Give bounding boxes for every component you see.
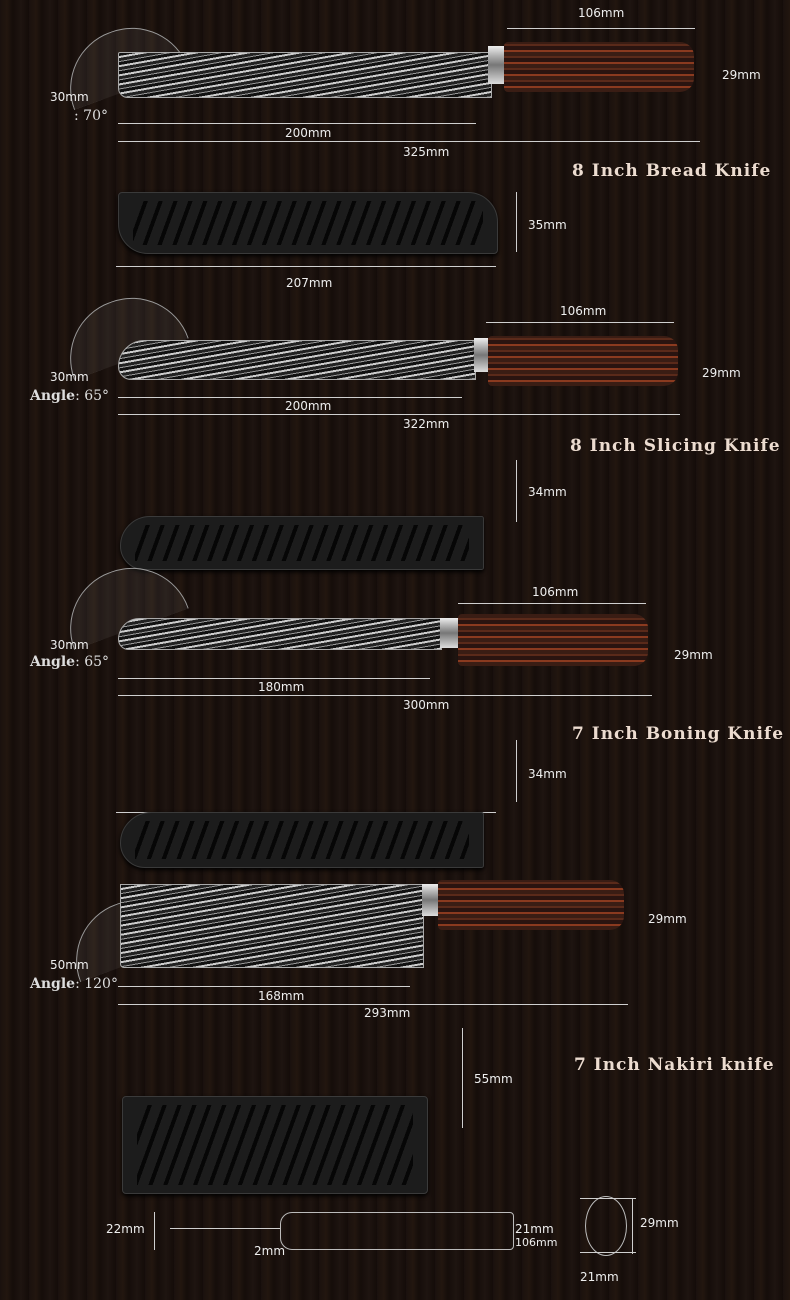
cross-height-label: 29mm	[640, 1216, 679, 1230]
bread-knife-blade	[118, 52, 492, 98]
blade-length-label: 200mm	[285, 399, 332, 413]
handle-outline	[280, 1212, 514, 1250]
knife-title: 7 Inch Boning Knife	[572, 724, 785, 744]
handle-height-label: 29mm	[722, 68, 761, 82]
wood-handle	[488, 336, 678, 386]
blade-height-label: 30mm	[50, 370, 89, 384]
slicing-knife-blade	[118, 340, 476, 380]
handle-length-label: 106mm	[532, 585, 579, 599]
blade-height-label: 30mm	[50, 90, 89, 104]
bread-sheath	[118, 192, 498, 254]
handle-height-label: 29mm	[702, 366, 741, 380]
blade-length-label: 180mm	[258, 680, 305, 694]
bolster	[474, 338, 488, 372]
total-length-label: 293mm	[364, 1006, 411, 1020]
sheath-width-label: 207mm	[286, 276, 333, 290]
blade-length-label: 168mm	[258, 989, 305, 1003]
blade-height-label: 30mm	[50, 638, 89, 652]
handle-length-label: 106mm	[560, 304, 607, 318]
wood-handle	[438, 880, 624, 930]
angle-label: Angle: 120°	[30, 976, 118, 992]
total-length-label: 300mm	[403, 698, 450, 712]
sheath-height-label: 55mm	[474, 1072, 513, 1086]
slicing-sheath	[120, 516, 484, 570]
sheath-height-label: 35mm	[528, 218, 567, 232]
knife-title: 7 Inch Nakiri knife	[574, 1055, 775, 1075]
angle-label: Angle: 65°	[30, 388, 110, 404]
blade-length-label: 200mm	[285, 126, 332, 140]
wood-handle	[504, 42, 694, 92]
wood-handle	[458, 614, 648, 666]
blade-height-label: 50mm	[50, 958, 89, 972]
handle-height-label: 29mm	[674, 648, 713, 662]
handle-length-label: 106mm	[515, 1236, 558, 1249]
bolster	[488, 46, 504, 84]
knife-title: 8 Inch Slicing Knife	[570, 436, 781, 456]
tang-thickness-label: 2mm	[254, 1244, 286, 1258]
total-length-label: 322mm	[403, 417, 450, 431]
sheath-height-label: 34mm	[528, 485, 567, 499]
nakiri-blade	[120, 884, 424, 968]
boning-sheath	[120, 812, 484, 868]
angle-label: Angle: 65°	[30, 654, 110, 670]
handle-height-label: 29mm	[648, 912, 687, 926]
angle-label: : 70°	[74, 108, 108, 124]
cross-section-oval	[585, 1196, 627, 1256]
bolster	[422, 884, 438, 916]
cross-width-label: 21mm	[580, 1270, 619, 1284]
handle-end-label: 21mm	[515, 1222, 554, 1236]
total-length-label: 325mm	[403, 145, 450, 159]
sheath-height-label: 34mm	[528, 767, 567, 781]
knife-title: 8 Inch Bread Knife	[572, 161, 772, 181]
boning-knife-blade	[118, 618, 442, 650]
bolster	[440, 618, 458, 648]
tang-height-label: 22mm	[106, 1222, 145, 1236]
nakiri-sheath	[122, 1096, 428, 1194]
handle-length-label: 106mm	[578, 6, 625, 20]
